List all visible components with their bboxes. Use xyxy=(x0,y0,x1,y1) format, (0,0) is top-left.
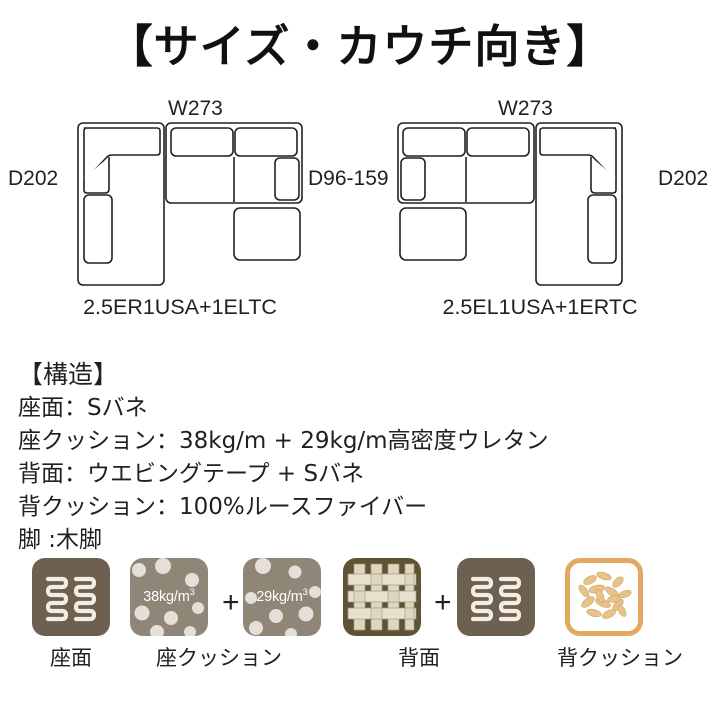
s-spring-icon xyxy=(32,558,110,636)
material-caption-seat-cushion: 座クッション xyxy=(156,646,282,670)
loose-fiber-glyph xyxy=(578,571,632,619)
dimension-depth-left: D202 xyxy=(8,167,59,190)
sofa-back-cushion-2 xyxy=(402,127,466,157)
webbing-weave-glyph xyxy=(347,563,417,631)
sofa-arm-cushion xyxy=(400,157,426,201)
floorplan-right xyxy=(397,122,623,286)
chaise-back-cushion xyxy=(539,127,617,181)
foam-dots-glyph xyxy=(245,558,321,636)
model-code-left: 2.5ER1USA+1ELTC xyxy=(83,295,277,319)
floorplan-left xyxy=(77,122,303,286)
structure-line-back: 背面：ウエビングテープ + Sバネ xyxy=(18,460,365,487)
structure-section: 【構造】 座面：Sバネ 座クッション：38kg/m + 29kg/m高密度ウレタ… xyxy=(18,358,708,556)
structure-line-legs: 脚 :木脚 xyxy=(18,526,103,553)
dimension-width: W273 xyxy=(498,97,553,120)
material-caption-back: 背面 xyxy=(398,646,440,670)
dimension-depth-right: D96-159 xyxy=(308,167,389,190)
chaise-back-cushion xyxy=(83,127,161,181)
loose-fiber-icon xyxy=(565,558,643,636)
foam-29-value: 29kg/m3 xyxy=(256,587,308,605)
material-item-back-spring xyxy=(457,558,535,636)
structure-line-seat-cushion: 座クッション：38kg/m + 29kg/m高密度ウレタン xyxy=(18,427,549,454)
material-icon-strip: 座面 38kg/m3 座クッション + xyxy=(0,558,720,698)
foam-38-value: 38kg/m3 xyxy=(143,587,195,605)
s-spring-glyph xyxy=(470,576,522,622)
plus-icon-back: + xyxy=(434,586,452,619)
model-code-right: 2.5EL1USA+1ERTC xyxy=(442,295,638,319)
material-item-seat: 座面 xyxy=(32,558,110,670)
diagram-couch-right: W273 D202 2.5EL1USA+1ERTC xyxy=(360,95,720,335)
chaise-seat-divider xyxy=(83,157,110,194)
page-title: 【サイズ・カウチ向き】 xyxy=(107,20,613,73)
dimension-width: W273 xyxy=(168,97,223,120)
sofa-back-cushion-2 xyxy=(234,127,298,157)
foam-dots-glyph xyxy=(132,558,204,636)
structure-line-seat: 座面：Sバネ xyxy=(18,395,148,421)
s-spring-back-icon xyxy=(457,558,535,636)
foam-29-icon xyxy=(243,558,321,636)
structure-line-back-cushion: 背クッション：100%ルースファイバー xyxy=(18,493,428,520)
chaise-side-cushion xyxy=(83,194,113,264)
webbing-tape-icon xyxy=(343,558,421,636)
material-item-foam-29: 29kg/m3 xyxy=(243,558,321,636)
structure-heading: 【構造】 xyxy=(18,360,119,389)
chaise-side-cushion xyxy=(587,194,617,264)
plus-icon-foam: + xyxy=(222,586,240,619)
sofa-back-cushion-1 xyxy=(466,127,530,157)
ottoman xyxy=(233,207,301,261)
material-item-webbing: 背面 xyxy=(343,558,440,670)
sofa-back-cushion-1 xyxy=(170,127,234,157)
material-caption-back-cushion: 背クッション xyxy=(557,646,683,670)
sofa-arm-cushion xyxy=(274,157,300,201)
material-caption-seat: 座面 xyxy=(50,646,92,670)
foam-38-icon xyxy=(130,558,208,636)
diagram-couch-left: D202 W273 D96-159 2.5ER1USA+1ELTC xyxy=(0,95,389,335)
dimension-depth-right: D202 xyxy=(658,167,709,190)
page-title-bar: 【サイズ・カウチ向き】 xyxy=(0,22,720,72)
ottoman xyxy=(399,207,467,261)
s-spring-glyph xyxy=(45,576,97,622)
material-item-fiber: 背クッション xyxy=(557,558,683,670)
size-diagrams: D202 W273 D96-159 2.5ER1USA+1ELTC xyxy=(0,95,720,335)
chaise-seat-divider xyxy=(590,157,617,194)
material-item-foam-38: 38kg/m3 座クッション xyxy=(130,558,282,670)
